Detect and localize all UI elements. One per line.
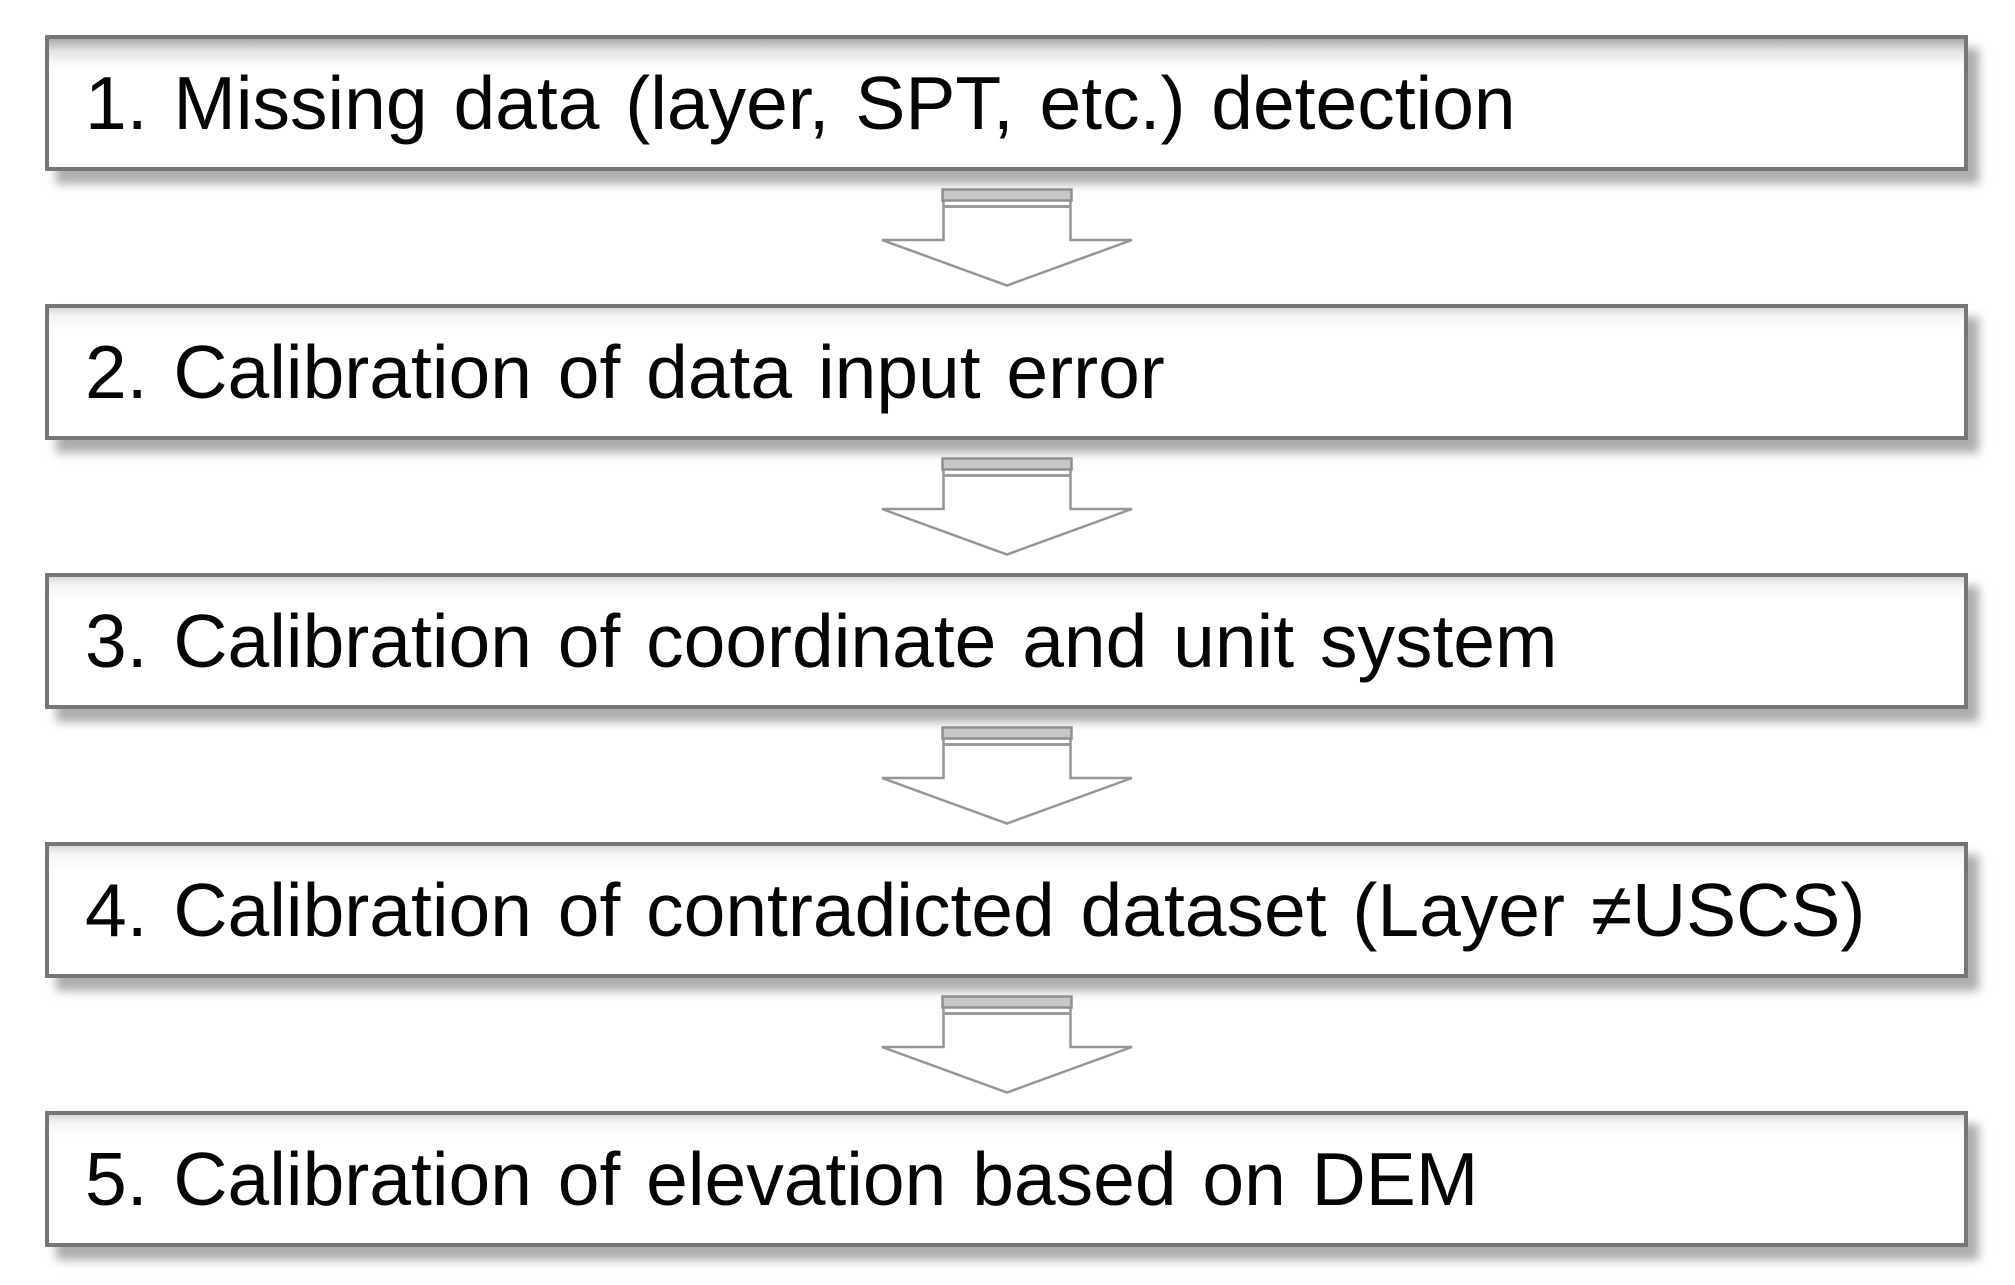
down-arrow-icon bbox=[881, 995, 1133, 1094]
down-arrow-icon bbox=[881, 457, 1133, 556]
down-arrow-icon bbox=[881, 188, 1133, 287]
step-label-2: 2. Calibration of data input error bbox=[85, 329, 1165, 414]
step-box-4: 4. Calibration of contradicted dataset (… bbox=[45, 842, 1968, 978]
step-label-5: 5. Calibration of elevation based on DEM bbox=[85, 1136, 1479, 1221]
step-box-5: 5. Calibration of elevation based on DEM bbox=[45, 1111, 1968, 1247]
step-label-3: 3. Calibration of coordinate and unit sy… bbox=[85, 598, 1558, 683]
step-label-4: 4. Calibration of contradicted dataset (… bbox=[85, 867, 1866, 952]
step-box-2: 2. Calibration of data input error bbox=[45, 304, 1968, 440]
step-box-1: 1. Missing data (layer, SPT, etc.) detec… bbox=[45, 35, 1968, 171]
step-box-3: 3. Calibration of coordinate and unit sy… bbox=[45, 573, 1968, 709]
down-arrow-icon bbox=[881, 726, 1133, 825]
step-label-1: 1. Missing data (layer, SPT, etc.) detec… bbox=[85, 60, 1516, 145]
